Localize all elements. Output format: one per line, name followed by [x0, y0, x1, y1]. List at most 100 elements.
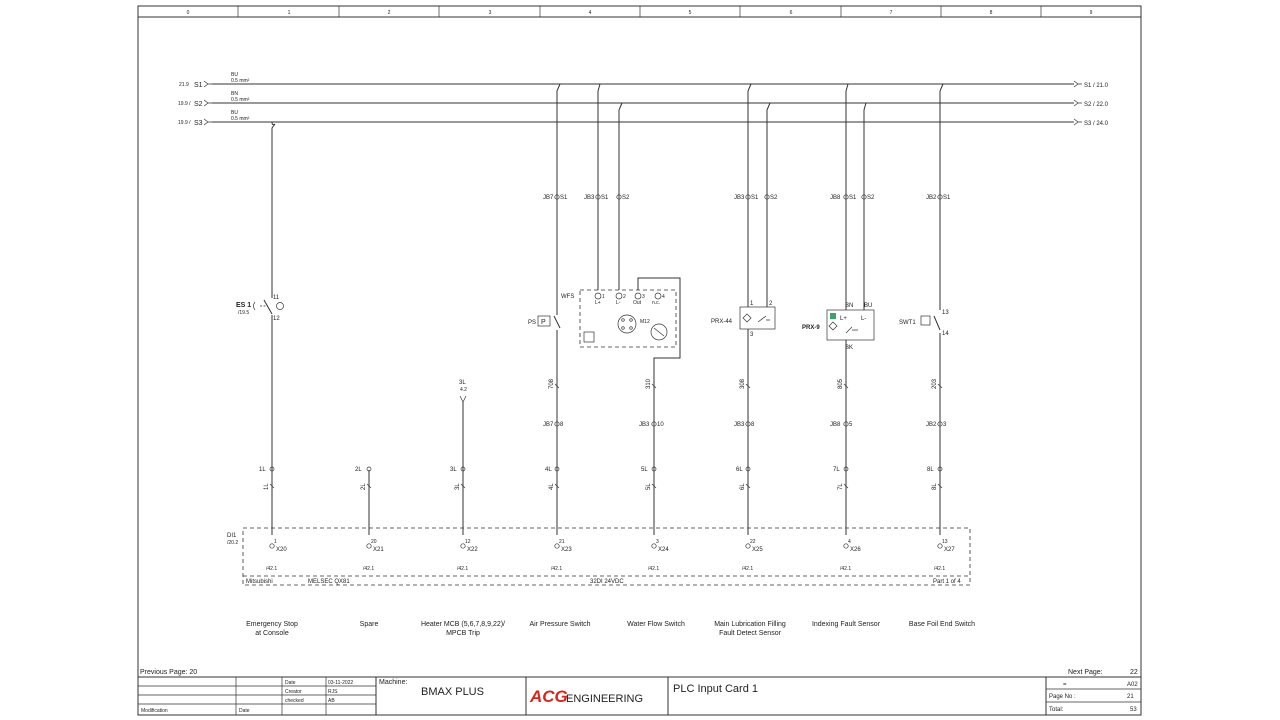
tb-checked-value: AB: [328, 698, 335, 704]
prx44-sensor-icon: [742, 313, 752, 323]
wfs-pinlbl1: L+: [595, 300, 601, 306]
tb-eq-label: =: [1063, 682, 1067, 688]
tb-date-label: Date: [285, 680, 296, 686]
tb-mod-date-label: Date: [239, 708, 250, 714]
ch5-xref: /42.1: [648, 566, 659, 572]
jb3a-lower-num: 10: [657, 422, 664, 428]
tb-creator-label: Creator: [285, 689, 302, 695]
es1-t1: 11: [273, 295, 280, 301]
jb2-lower-num: 3: [943, 422, 947, 428]
tb-total-label: Total:: [1049, 707, 1064, 713]
sheet-frame: [137, 5, 1142, 716]
wire-310: 310: [646, 378, 652, 389]
ch7-x: X26: [850, 547, 861, 553]
ch3-wire: 3L: [450, 467, 457, 473]
ch4-wire-rot: 4L: [549, 483, 555, 490]
rail-s3-color: BU: [231, 110, 238, 116]
previous-page-link[interactable]: Previous Page: 20: [140, 669, 197, 676]
column-grid: 0 1 2 3 4 5 6 7 8 9: [187, 6, 1093, 17]
desc-8-line1: Base Foil End Switch: [909, 621, 975, 628]
card-ref: /20.2: [227, 540, 238, 546]
prx44-tag: PRX-44: [711, 319, 733, 325]
tb-modification-label: Modification: [141, 708, 168, 714]
ch1-pin: 1: [274, 539, 277, 545]
ps-tag: PS: [528, 320, 536, 326]
heater-ref-num: 4.2: [460, 387, 467, 393]
ch7-wire-rot: 7L: [838, 483, 844, 490]
prx9-lm: L-: [861, 316, 866, 322]
wire-708: 708: [549, 378, 555, 389]
next-page-value[interactable]: 22: [1130, 669, 1138, 676]
ch2-wire: 2L: [355, 467, 362, 473]
grid-col-3: 3: [489, 10, 492, 16]
tb-total-value: 53: [1130, 707, 1137, 713]
es1-symbol: ES 1 /19.5 11 12: [236, 295, 284, 322]
grid-col-8: 8: [990, 10, 993, 16]
sheet-title: PLC Input Card 1: [673, 683, 758, 695]
rail-s1-color: BU: [231, 72, 238, 78]
rail-s3-inref: 19.9 /: [178, 120, 191, 126]
ch3-x: X22: [467, 547, 478, 553]
jb-c4b-s1: S1: [601, 195, 609, 201]
jb-c4-s1: S1: [560, 195, 568, 201]
prx44-t1: 1: [750, 301, 754, 307]
ch5-x: X24: [658, 547, 669, 553]
jb-c7: JB8: [830, 195, 841, 201]
grid-col-2: 2: [388, 10, 391, 16]
ch5-pin: 3: [656, 539, 659, 545]
acg-logo: ACG: [529, 687, 568, 706]
wfs-pin4: 4: [662, 294, 665, 300]
desc-6-line1: Main Lubrication Filling: [714, 621, 786, 628]
channel-descriptions: Emergency Stop at Console Spare Heater M…: [246, 621, 975, 637]
ch2-xref: /42.1: [363, 566, 374, 572]
card-model: MELSEC QX81: [308, 579, 350, 585]
prx44-device: PRX-44 1 2 3: [711, 301, 776, 338]
ch2-pin: 20: [371, 539, 377, 545]
wfs-pinlbl2: L-: [616, 300, 621, 306]
ch7-xref: /42.1: [840, 566, 851, 572]
jb-c4: JB7: [543, 195, 554, 201]
ch6-pin: 22: [750, 539, 756, 545]
ch8-xref: /42.1: [934, 566, 945, 572]
card-tag: DI1: [227, 533, 237, 539]
desc-7-line1: Indexing Fault Sensor: [812, 621, 881, 628]
grid-col-9: 9: [1090, 10, 1093, 16]
ch6-wire: 6L: [736, 467, 743, 473]
swt1-tag: SWT1: [899, 320, 916, 326]
heater-ref: 3L 4.2: [459, 380, 467, 403]
grid-col-6: 6: [790, 10, 793, 16]
jb-c8: JB2: [926, 195, 937, 201]
grid-col-1: 1: [288, 10, 291, 16]
prx44-t3: 3: [750, 332, 754, 338]
desc-1-line1: Emergency Stop: [246, 621, 298, 628]
wire-308: 308: [740, 378, 746, 389]
ps-sym: P: [541, 319, 546, 326]
tb-machine-label: Machine:: [379, 679, 407, 686]
card-mfr: Mitsubishi: [246, 579, 273, 585]
swt1-t2: 14: [942, 331, 949, 337]
prx44-t2: 2: [769, 301, 773, 307]
ch2-x: X21: [373, 547, 384, 553]
channel-markers: 1L 2L 3L 4L 5L 6L 7L 8L 1L 2L 3L 4L 5L 6…: [259, 466, 943, 490]
rail-s1-name: S1: [194, 82, 203, 89]
grid-col-0: 0: [187, 10, 190, 16]
prx9-sensor-icon: [828, 321, 838, 331]
junction-terminals: JB7 S1 JB3 S1 S2 JB3 S1 S2 JB8 S1 S2 JB2…: [543, 194, 951, 201]
prx9-indicator-icon: [830, 313, 836, 319]
desc-1-line2: at Console: [255, 630, 289, 637]
wire-numbers: 708 310 308 805 203: [549, 378, 943, 389]
ch8-wire-rot: 8L: [932, 483, 938, 490]
wfs-pinlbl3: Out: [633, 300, 642, 306]
ch1-xref: /42.1: [266, 566, 277, 572]
ch4-wire: 4L: [545, 467, 552, 473]
wfs-connector: M12: [640, 319, 650, 325]
prx9-bk: BK: [845, 345, 853, 351]
ch1-wire-rot: 1L: [264, 483, 270, 490]
ch3-wire-rot: 3L: [455, 483, 461, 490]
ps-symbol: P PS: [528, 315, 561, 329]
wire-805: 805: [838, 378, 844, 389]
prx9-bn: BN: [845, 303, 853, 309]
next-page-label[interactable]: Next Page:: [1068, 669, 1103, 676]
jb-c6-s2: S2: [770, 195, 778, 201]
rail-s1-size: 0.5 mm²: [231, 78, 250, 84]
